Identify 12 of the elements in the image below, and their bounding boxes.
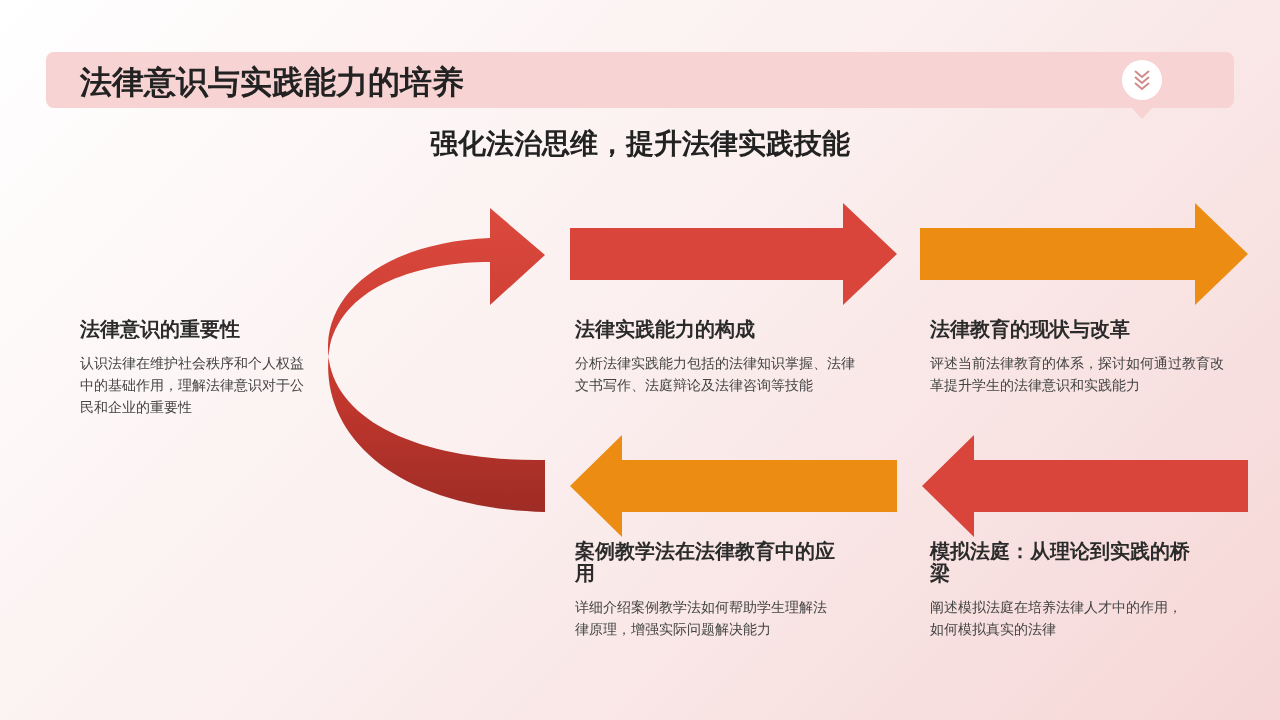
step-heading: 案例教学法在法律教育中的应用 [575, 540, 835, 584]
step-description: 分析法律实践能力包括的法律知识掌握、法律文书写作、法庭辩论及法律咨询等技能 [575, 354, 855, 395]
step-heading: 模拟法庭：从理论到实践的桥梁 [930, 540, 1190, 584]
step-heading: 法律意识的重要性 [80, 318, 241, 340]
step-heading: 法律实践能力的构成 [575, 318, 756, 340]
subtitle: 强化法治思维，提升法律实践技能 [429, 126, 851, 162]
step-description: 评述当前法律教育的体系，探讨如何通过教育改革提升学生的法律意识和实践能力 [930, 354, 1225, 395]
step-description: 认识法律在维护社会秩序和个人权益中的基础作用，理解法律意识对于公民和企业的重要性 [80, 354, 305, 417]
step-description: 阐述模拟法庭在培养法律人才中的作用，如何模拟真实的法律 [930, 598, 1183, 639]
step-description: 详细介绍案例教学法如何帮助学生理解法律原理，增强实际问题解决能力 [575, 598, 828, 639]
step-heading: 法律教育的现状与改革 [930, 318, 1131, 340]
slide-title: 法律意识与实践能力的培养 [80, 62, 464, 102]
